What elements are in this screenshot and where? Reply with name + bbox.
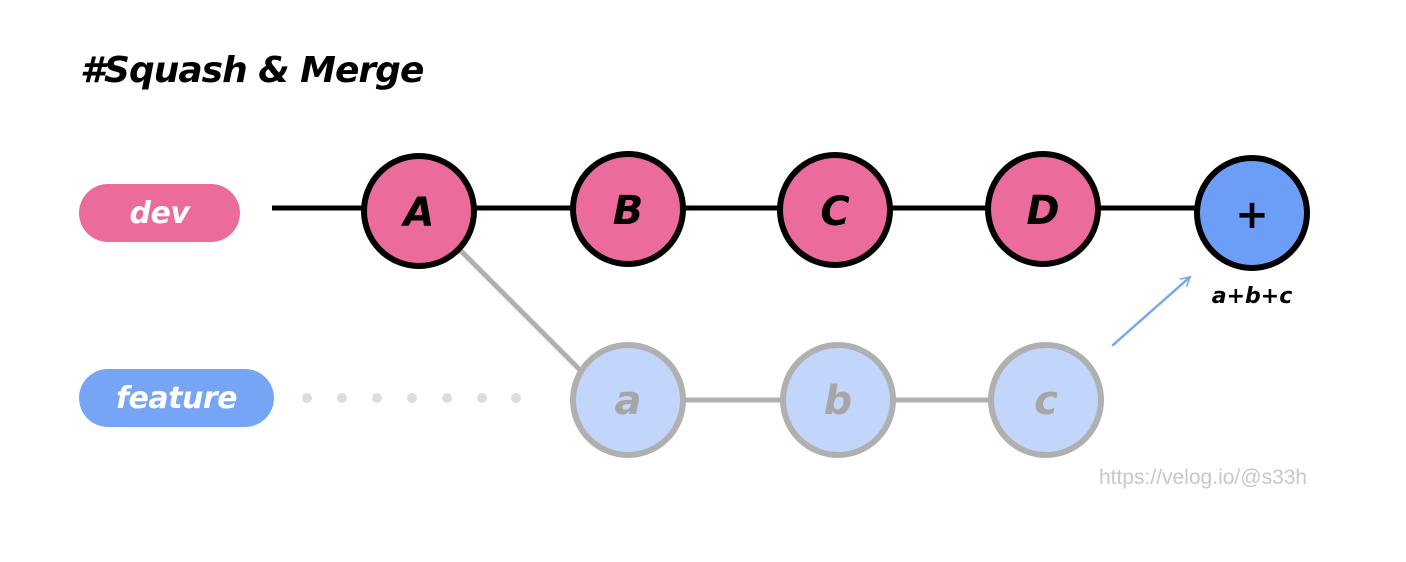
squash-arrow [1111,275,1192,347]
leader-dot [302,393,312,403]
leader-dot [372,393,382,403]
commit-label: D [1026,188,1059,234]
merge-note: a+b+c [1212,284,1293,309]
page-title: #Squash & Merge [80,50,424,91]
commit-node-a: a [570,342,686,458]
leader-dot [442,393,452,403]
watermark: https://velog.io/@s33h [1099,466,1308,489]
commit-node-c: c [988,342,1104,458]
commit-label: b [824,378,853,424]
commit-label: C [820,189,849,235]
commit-node-b: b [780,342,896,458]
branch-label-feature: feature [79,369,274,427]
commit-label: A [401,190,435,236]
branch-label-dev: dev [79,184,240,242]
commit-label: a [615,378,642,424]
branch-off-line [458,248,587,377]
leader-dot [337,393,347,403]
branch-label-dev-text: dev [129,195,190,231]
commit-node-B: B [570,151,686,267]
commit-node-A: A [361,153,477,269]
commit-node-C: C [777,152,893,268]
merge-commit-node: + [1194,155,1310,271]
branch-label-feature-text: feature [116,380,237,416]
leader-dot [407,393,417,403]
commit-label: c [1034,378,1058,424]
commit-label: B [613,188,644,234]
merge-commit-label: + [1235,192,1269,238]
leader-dot [477,393,487,403]
commit-node-D: D [985,151,1101,267]
leader-dot [511,393,521,403]
feature-dotted-leader [302,393,521,403]
